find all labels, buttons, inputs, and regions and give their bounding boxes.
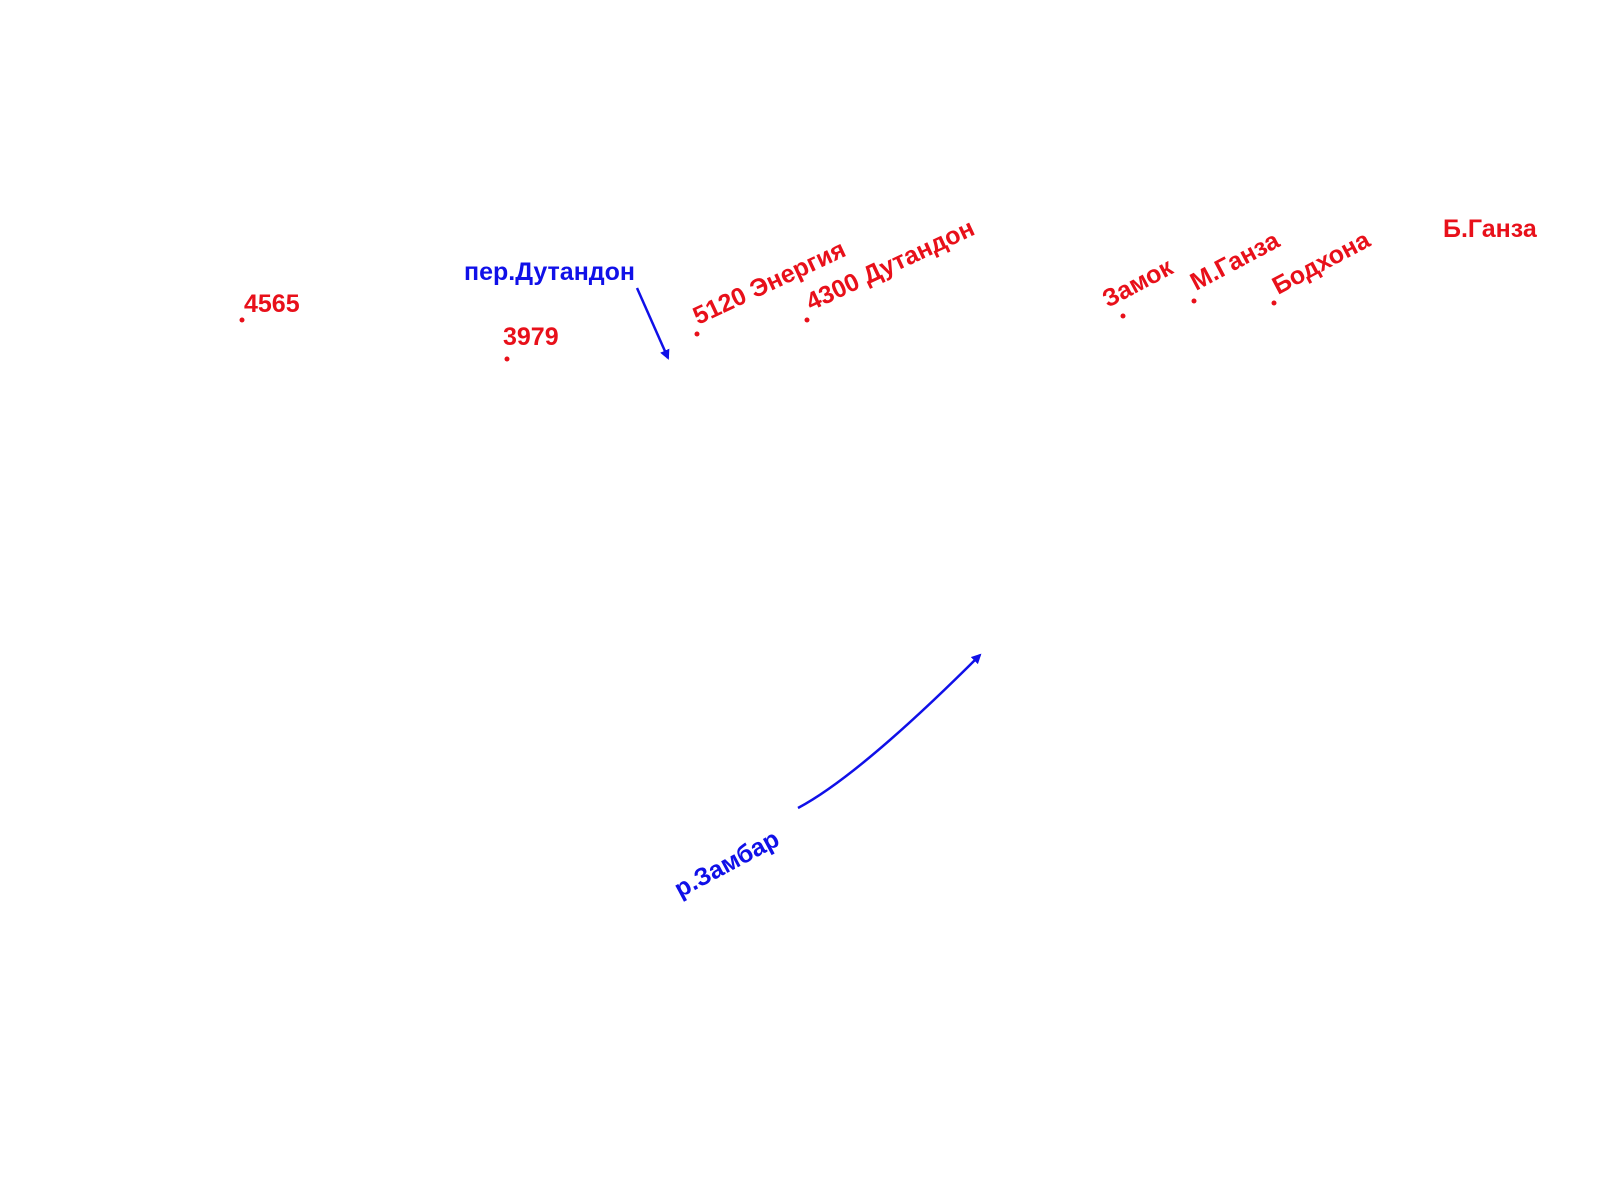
peak-zamok-label: Замок (1098, 253, 1178, 313)
peak-m-ganza-label: М.Ганза (1186, 226, 1285, 297)
river-annotation: р.Замбар (670, 653, 982, 904)
pass-label: пер.Дутандон (464, 258, 635, 286)
peak-bodkhona-label: Бодхона (1268, 225, 1376, 300)
peak-zamok-point (1120, 313, 1126, 319)
pass-arrow (635, 287, 670, 360)
peak-bodkhona: Бодхона (1268, 225, 1376, 306)
peak-5120-point (694, 331, 700, 337)
river-label: р.Замбар (670, 825, 784, 904)
peak-zamok: Замок (1098, 253, 1178, 319)
peak-b-ganza-label: Б.Ганза (1443, 215, 1538, 243)
peak-m-ganza-point (1191, 298, 1197, 304)
pass-annotation: пер.Дутандон (464, 258, 670, 360)
peak-3979-label: 3979 (503, 323, 559, 351)
peak-bodkhona-point (1271, 300, 1277, 306)
peak-3979: 3979 (503, 323, 559, 362)
peak-3979-point (504, 356, 510, 362)
peak-4565-point (239, 317, 245, 323)
peak-m-ganza: М.Ганза (1186, 226, 1285, 304)
river-arrow (797, 653, 982, 810)
peak-b-ganza: Б.Ганза (1443, 215, 1538, 243)
peak-4565-label: 4565 (244, 290, 300, 318)
peak-4565: 4565 (239, 290, 300, 323)
peak-4300-point (804, 317, 810, 323)
